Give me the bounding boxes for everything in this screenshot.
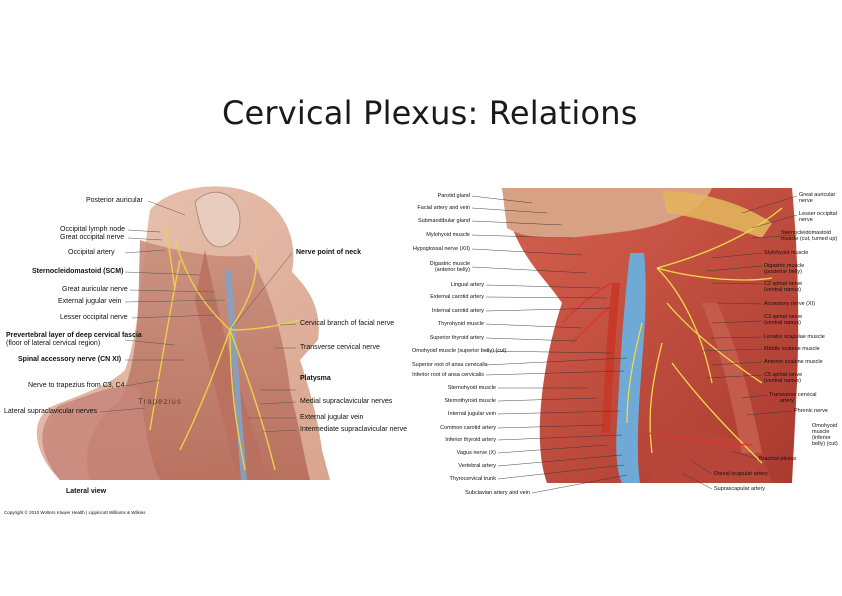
lateral-neck-drawing [36, 186, 330, 481]
label-external-carotid-artery: External carotid artery [430, 294, 484, 300]
copyright-text: Copyright © 2010 Wolters Kluwer Health |… [4, 510, 146, 515]
label-external-jugular-vein: External jugular vein [58, 298, 122, 305]
label-transverse-cervical-artery: Transverse cervical [769, 392, 817, 398]
lateral-neck-illustration: Posterior auricular Occipital lymph node… [0, 180, 410, 520]
label-sternocleidomastoid: Sternocleidomastoid (SCM) [32, 268, 124, 275]
label-c5-spinal-nerve: C5 spinal nerve [764, 372, 803, 378]
label-occipital-lymph-node: Occipital lymph node [60, 226, 125, 233]
label-superior-thyroid-artery: Superior thyroid artery [429, 335, 484, 341]
label-thyrohyoid-muscle: Thyrohyoid muscle [437, 321, 484, 327]
label-vertebral-artery: Vertebral artery [458, 463, 496, 469]
label-omohyoid-belly-cut: belly) (cut) [812, 441, 838, 447]
label-external-jugular-vein-right: External jugular vein [300, 414, 364, 421]
label-lesser-occipital-nerve-r: Lesser occipital [799, 211, 837, 217]
label-lingual-artery: Lingual artery [450, 282, 484, 288]
label-anterior-scalene: Anterior scalene muscle [764, 359, 823, 365]
label-dorsal-scapular-artery: Dorsal scapular artery [714, 471, 768, 477]
label-digastric-muscle-r: Digastric muscle [764, 263, 805, 269]
label-sternohyoid-muscle: Sternohyoid muscle [447, 385, 496, 391]
label-internal-jugular-vein: Internal jugular vein [447, 411, 496, 417]
label-inferior-thyroid-artery: Inferior thyroid artery [445, 437, 496, 443]
label-scm-cut-turned-up: muscle (cut, turned up) [781, 236, 838, 242]
label-omohyoid-inferior: (inferior [812, 435, 831, 441]
label-middle-scalene: Middle scalene muscle [764, 346, 820, 352]
label-c3-spinal-nerve: C3 spinal nerve [764, 314, 803, 320]
label-mylohyoid-muscle: Mylohyoid muscle [426, 232, 470, 238]
label-c2-ventral-ramus: (ventral ramus) [764, 287, 801, 293]
label-great-auricular-nerve: Great auricular nerve [62, 286, 128, 293]
label-platysma: Platysma [300, 375, 331, 382]
label-c2-spinal-nerve: C2 spinal nerve [764, 281, 803, 287]
label-occipital-artery: Occipital artery [68, 249, 115, 256]
label-stylohyoid-muscle: Stylohyoid muscle [764, 250, 809, 256]
label-trapezius-muscle: Trapezius [138, 397, 182, 406]
label-digastric-muscle-left: Digastric muscle [429, 261, 470, 267]
label-facial-artery-vein: Facial artery and vein [417, 205, 470, 211]
label-digastric-posterior-belly: (posterior belly) [764, 269, 802, 275]
label-nerve-point-of-neck: Nerve point of neck [296, 249, 361, 256]
label-floor-lateral-cervical: (floor of lateral cervical region) [6, 340, 101, 347]
anterior-triangle-illustration: Parotid gland Facial artery and vein Sub… [412, 183, 842, 503]
label-lateral-view: Lateral view [66, 488, 107, 495]
label-lesser-occipital-nerve: Lesser occipital nerve [60, 314, 128, 321]
label-omohyoid-muscle-r: muscle [812, 429, 830, 435]
label-sternocleidomastoid-r: Sternocleidomastoid [781, 230, 831, 236]
label-superior-root-ansa: Superior root of ansa cervicalis [412, 362, 488, 368]
label-internal-carotid-artery: Internal carotid artery [432, 308, 484, 314]
label-sternothyroid-muscle: Sternothyroid muscle [444, 398, 496, 404]
label-c5-ventral-ramus: (ventral ramus) [764, 378, 801, 384]
label-phrenic-nerve: Phrenic nerve [794, 408, 828, 414]
slide-title: Cervical Plexus: Relations [222, 94, 638, 132]
label-brachial-plexus: Brachial plexus [759, 456, 797, 462]
label-prevertebral-layer: Prevertebral layer of deep cervical fasc… [6, 332, 142, 339]
label-omohyoid-superior-belly: Omohyoid muscle (superior belly) (cut) [412, 348, 507, 354]
label-transverse-cervical-artery2: artery [780, 398, 795, 404]
label-subclavian-artery-vein: Subclavian artery and vein [465, 490, 530, 496]
label-lateral-supraclavicular: Lateral supraclavicular nerves [4, 408, 97, 415]
label-parotid-gland: Parotid gland [437, 193, 470, 199]
label-posterior-auricular: Posterior auricular [86, 197, 143, 204]
label-hypoglossal-nerve: Hypoglossal nerve (XII) [412, 246, 470, 252]
label-c3-ventral-ramus: (ventral ramus) [764, 320, 801, 326]
label-great-auricular-nerve-r: Great auricular [799, 192, 836, 198]
label-great-occipital-nerve: Great occipital nerve [60, 234, 125, 241]
label-omohyoid-r: Omohyoid [812, 423, 838, 429]
label-cervical-branch-facial: Cervical branch of facial nerve [300, 320, 395, 327]
label-great-auricular-nerve-r2: nerve [799, 198, 813, 204]
label-thyrocervical-trunk: Thyrocervical trunk [449, 476, 496, 482]
label-intermediate-supraclavicular: Intermediate supraclavicular nerve [300, 426, 407, 433]
label-medial-supraclavicular: Medial supraclavicular nerves [300, 398, 393, 405]
anterior-triangle-drawing [471, 188, 799, 494]
label-spinal-accessory-nerve: Spinal accessory nerve (CN XI) [18, 356, 122, 363]
label-inferior-root-ansa: Inferior root of ansa cervicalis [412, 372, 484, 378]
label-lesser-occipital-nerve-r2: nerve [799, 217, 813, 223]
label-common-carotid-artery: Common carotid artery [440, 425, 496, 431]
label-suprascapular-artery: Suprascapular artery [714, 486, 766, 492]
label-submandibular-gland: Submandibular gland [418, 218, 470, 224]
label-levator-scapulae: Levator scapulae muscle [764, 334, 825, 340]
label-transverse-cervical-nerve: Transverse cervical nerve [300, 344, 380, 351]
label-digastric-anterior-belly: (anterior belly) [434, 267, 470, 273]
label-vagus-nerve: Vagus nerve (X) [456, 450, 496, 456]
label-nerve-to-trapezius: Nerve to trapezius from C3, C4 [28, 382, 125, 389]
label-accessory-nerve: Accessory nerve (XI) [764, 301, 816, 307]
